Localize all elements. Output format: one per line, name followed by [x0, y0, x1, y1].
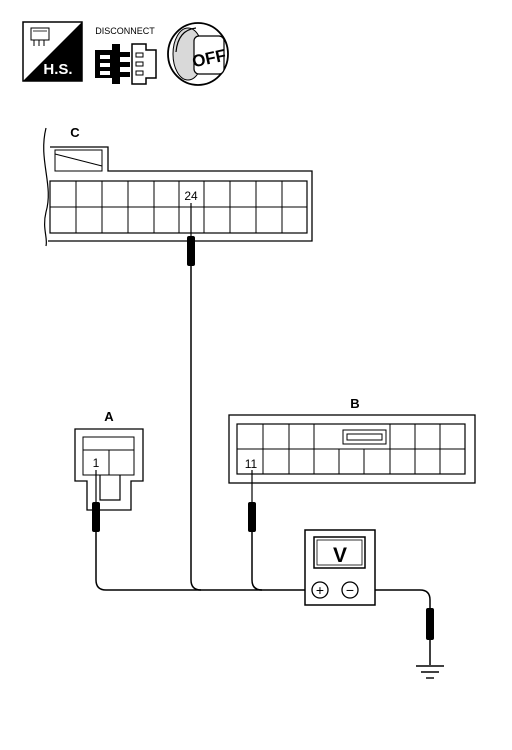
connector-b: B 11: [228, 396, 476, 484]
meter-display: V: [333, 544, 347, 567]
connector-c-terminal-label: 24: [184, 189, 198, 203]
connector-b-terminal-label: 11: [245, 457, 258, 471]
probe-a: [92, 470, 100, 532]
connector-a-terminal-label: 1: [93, 456, 100, 470]
connector-a: A 1: [74, 409, 144, 511]
meter-plus-terminal: +: [316, 582, 324, 598]
disconnect-label: DISCONNECT: [95, 26, 155, 36]
connector-c-label: C: [70, 125, 80, 140]
connector-b-label: B: [350, 396, 359, 411]
probe-b: [248, 470, 256, 532]
probe-c: [187, 203, 195, 266]
voltmeter-icon: V + −: [304, 529, 376, 606]
harness-side-icon: H.S.: [22, 21, 83, 82]
meter-minus-terminal: −: [346, 582, 354, 598]
ground-symbol-icon: [416, 665, 444, 679]
ignition-switch-off-icon: OFF: [167, 22, 229, 86]
hs-label: H.S.: [43, 61, 72, 78]
connector-disconnect-icon: DISCONNECT: [95, 26, 157, 85]
wires: [95, 266, 431, 665]
connector-c: C 24: [43, 125, 313, 247]
connector-a-label: A: [104, 409, 114, 424]
probe-ground: [426, 608, 434, 640]
